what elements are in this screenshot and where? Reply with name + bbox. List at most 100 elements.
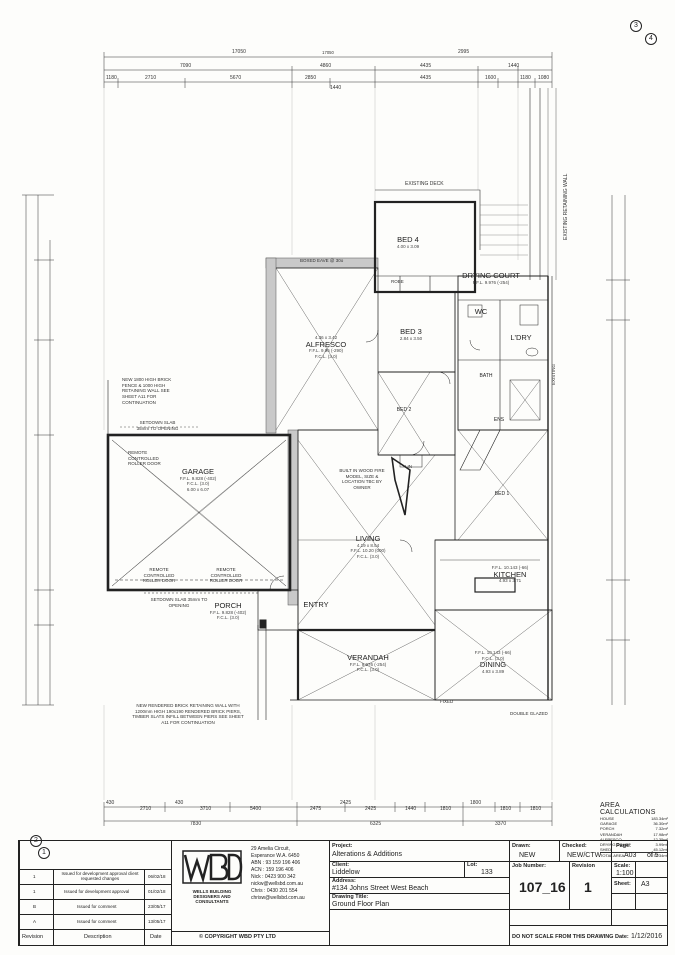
revision-date: 01/02/18: [148, 889, 166, 894]
project-value: Alterations & Additions: [332, 851, 403, 858]
company-email-2: chrisw@wellsbd.com.au: [251, 895, 305, 901]
job-number-value: 107_16: [519, 879, 566, 895]
company-chris: Chris : 0430 201 554: [251, 888, 298, 894]
do-not-scale-warning: DO NOT SCALE FROM THIS DRAWING: [512, 934, 614, 940]
dim-text: 1440: [330, 85, 342, 91]
roller-door-note-3: REMOTE CONTROLLED ROLLER DOOR: [209, 567, 243, 584]
title-block: 1 Issued for development approval client…: [18, 840, 668, 946]
boxed-eave-label: BOXED EAVE @ 30o: [300, 258, 344, 263]
lot-value: 133: [481, 869, 493, 876]
roller-door-note-1: REMOTE CONTROLLED ROLLER DOOR: [128, 450, 161, 467]
dim-text: 17050: [232, 49, 246, 55]
company-name: WELLS BUILDING DESIGNERS AND CONSULTANTS: [192, 889, 232, 905]
room-bath: BATH: [479, 373, 493, 379]
scale-value: 1:100: [616, 870, 634, 877]
dim-text: 1440: [508, 63, 520, 69]
dim-text: 1080: [538, 75, 550, 81]
dim-text: 7830: [190, 821, 202, 827]
dim-text: 1810: [440, 806, 452, 812]
revision-description: Issued for development approval client r…: [61, 871, 139, 881]
drawn-label: Drawn:: [512, 843, 531, 849]
company-email-1: nickw@wellsbd.com.au: [251, 881, 304, 887]
revision-description: Issued for development approval: [64, 889, 130, 894]
dim-text: 2425: [340, 800, 352, 806]
dim-text: 1180: [520, 75, 531, 81]
dim-text: 2710: [145, 75, 157, 81]
section-marker-1: 1: [38, 847, 50, 859]
lot-label: Lot:: [467, 862, 478, 868]
dim-text: 2850: [305, 75, 317, 81]
address-label: Address:: [332, 878, 356, 884]
wood-fire-note: BUILT IN WOOD FIRE MODEL, SIZE & LOCATIO…: [339, 468, 385, 490]
fixed-label: FIXED: [440, 699, 454, 704]
existing-label: EXISTING: [551, 363, 556, 385]
job-number-label: Job Number:: [512, 863, 546, 869]
room-entry: ENTRY: [303, 600, 329, 609]
dim-text: 6325: [370, 821, 382, 827]
drawing-title-label: Drawing Title:: [332, 894, 369, 900]
dim-text: 430: [175, 800, 184, 806]
setdown-note: SETDOWN SLAB 35mm TO OPENING: [136, 420, 179, 431]
revision-number: A: [33, 919, 37, 924]
roller-door-note-2: REMOTE CONTROLLED ROLLER DOOR: [142, 567, 176, 584]
client-value: Liddelow: [332, 869, 360, 876]
page-value: A03: [624, 852, 637, 859]
revision-value: 1: [584, 879, 592, 895]
dim-text: 4860: [320, 63, 332, 69]
room-bed-2: BED 2: [396, 407, 412, 413]
page-of: of 5: [647, 852, 659, 859]
dim-text: 1810: [530, 806, 542, 812]
revision-number: B: [33, 904, 37, 909]
checked-label: Checked:: [562, 843, 587, 849]
drawing-title-value: Ground Floor Plan: [332, 901, 390, 908]
robe-label: ROBE: [391, 279, 404, 284]
new-brick-wall-note: NEW RENDERED BRICK RETAINING WALL WITH 1…: [132, 703, 244, 725]
company-acn: ACN : 159 196 406: [251, 867, 294, 873]
dim-text: 5400: [250, 806, 262, 812]
revision-number: 1: [33, 874, 36, 879]
sheet-label: Sheet:: [614, 881, 631, 887]
dim-text: 1810: [500, 806, 512, 812]
dim-text: 1800: [470, 800, 482, 806]
room-laundry: L'DRY: [510, 333, 532, 342]
dim-text: 4435: [420, 63, 432, 69]
dim-text: 2475: [310, 806, 322, 812]
date-value: 1/12/2016: [631, 933, 663, 940]
revision-date: 06/02/18: [148, 874, 166, 879]
company-abn: ABN : 93 159 196 406: [251, 860, 301, 866]
section-marker-3: 3: [630, 20, 642, 32]
page-label: Page:: [616, 843, 631, 849]
dim-text: 2995: [458, 49, 470, 55]
dim-overall: 17050: [322, 50, 334, 55]
revision-description: Issued for comment: [77, 904, 117, 909]
revision-description: Issued for comment: [77, 919, 117, 924]
revision-number: 1: [33, 889, 36, 894]
setdown-note-2: SETDOWN SLAB 35mm TO OPENING: [150, 597, 208, 608]
address-value: #134 Johns Street West Beach: [332, 885, 429, 892]
company-nick: Nick : 0423 900 342: [251, 874, 296, 880]
drawn-value: NEW: [519, 852, 536, 859]
existing-retaining-label: EXISTING RETAINING WALL: [563, 173, 569, 240]
dim-text: 2710: [140, 806, 152, 812]
company-logo: WELLS BUILDING DESIGNERS AND CONSULTANTS: [179, 847, 245, 905]
section-marker-4: 4: [645, 33, 657, 45]
dim-text: 1600: [485, 75, 497, 81]
area-title: AREA CALCULATIONS: [600, 802, 656, 816]
